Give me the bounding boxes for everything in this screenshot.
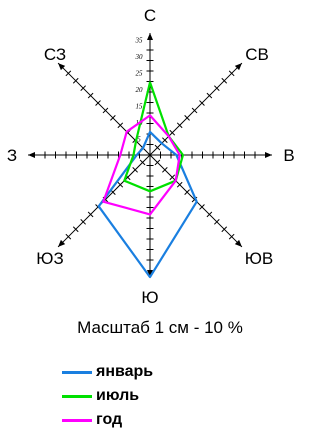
axis-arrow-ne bbox=[234, 63, 242, 71]
tick-sw-10 bbox=[72, 226, 79, 233]
tick-nw-5 bbox=[110, 115, 116, 121]
direction-label-s: Ю bbox=[141, 288, 158, 307]
axis-arrow-n bbox=[147, 33, 153, 40]
axis-ne bbox=[149, 62, 243, 156]
tick-se-9 bbox=[213, 218, 220, 225]
tick-ne-4 bbox=[176, 122, 183, 129]
tick-sw-4 bbox=[117, 181, 124, 188]
direction-label-e: В bbox=[283, 146, 294, 165]
tick-se-5 bbox=[184, 189, 190, 195]
axis-arrow-nw bbox=[58, 63, 66, 71]
tick-ne-10 bbox=[221, 77, 228, 84]
tick-nw-8 bbox=[87, 92, 94, 99]
axis-arrow-w bbox=[28, 152, 35, 158]
legend-swatch-july bbox=[62, 394, 92, 398]
series-january bbox=[97, 130, 198, 279]
tick-ne-3 bbox=[169, 129, 176, 136]
direction-label-nw: СЗ bbox=[44, 45, 66, 64]
tick-label-15: 15 bbox=[136, 103, 144, 111]
tick-sw-8 bbox=[87, 211, 94, 218]
tick-nw-9 bbox=[80, 85, 87, 92]
tick-sw-2 bbox=[132, 167, 138, 173]
direction-label-se: ЮВ bbox=[245, 249, 274, 268]
tick-se-4 bbox=[176, 181, 183, 188]
legend-item-year: год bbox=[62, 408, 153, 432]
tick-label-20: 20 bbox=[136, 86, 144, 94]
tick-se-3 bbox=[169, 174, 176, 181]
tick-label-5: 5 bbox=[137, 136, 141, 144]
tick-ne-1 bbox=[154, 144, 161, 151]
axis-arrow-e bbox=[265, 152, 272, 158]
tick-ne-9 bbox=[213, 85, 220, 92]
tick-label-25: 25 bbox=[136, 70, 144, 78]
tick-sw-1 bbox=[139, 159, 146, 166]
tick-se-8 bbox=[206, 211, 213, 218]
legend-label-year: год bbox=[96, 411, 123, 428]
tick-ne-6 bbox=[191, 107, 198, 114]
tick-se-10 bbox=[221, 226, 228, 233]
tick-se-7 bbox=[199, 204, 205, 210]
tick-se-2 bbox=[162, 167, 168, 173]
tick-label-35: 35 bbox=[135, 37, 144, 45]
tick-ne-11 bbox=[228, 70, 235, 77]
tick-sw-11 bbox=[65, 233, 72, 240]
axis-arrow-s bbox=[147, 270, 153, 277]
tick-nw-7 bbox=[95, 100, 101, 106]
tick-ne-5 bbox=[184, 115, 190, 121]
legend-swatch-january bbox=[62, 370, 92, 374]
tick-label-30: 30 bbox=[135, 53, 144, 61]
tick-ne-7 bbox=[199, 100, 205, 106]
legend-item-july: июль bbox=[62, 384, 153, 408]
direction-label-sw: ЮЗ bbox=[36, 249, 63, 268]
tick-ne-8 bbox=[206, 92, 213, 99]
axis-arrow-sw bbox=[58, 239, 66, 247]
tick-ne-2 bbox=[162, 137, 168, 143]
series-year bbox=[102, 114, 181, 216]
legend-label-july: июль bbox=[96, 387, 140, 404]
axis-arrow-se bbox=[234, 239, 242, 247]
tick-nw-10 bbox=[72, 77, 79, 84]
legend-label-january: январь bbox=[96, 363, 154, 380]
tick-se-11 bbox=[228, 233, 235, 240]
tick-se-1 bbox=[154, 159, 161, 166]
legend: январь июль год bbox=[62, 360, 153, 432]
axis-nw bbox=[57, 62, 151, 156]
direction-label-n: С bbox=[144, 6, 156, 25]
legend-swatch-year bbox=[62, 418, 92, 422]
legend-item-january: январь bbox=[62, 360, 153, 384]
tick-nw-11 bbox=[65, 70, 72, 77]
tick-nw-6 bbox=[102, 107, 109, 114]
direction-label-w: З bbox=[7, 146, 17, 165]
scale-note: Масштаб 1 см - 10 % bbox=[77, 318, 243, 337]
tick-sw-9 bbox=[80, 218, 87, 225]
tick-nw-4 bbox=[117, 122, 124, 129]
direction-label-ne: СВ bbox=[245, 45, 269, 64]
